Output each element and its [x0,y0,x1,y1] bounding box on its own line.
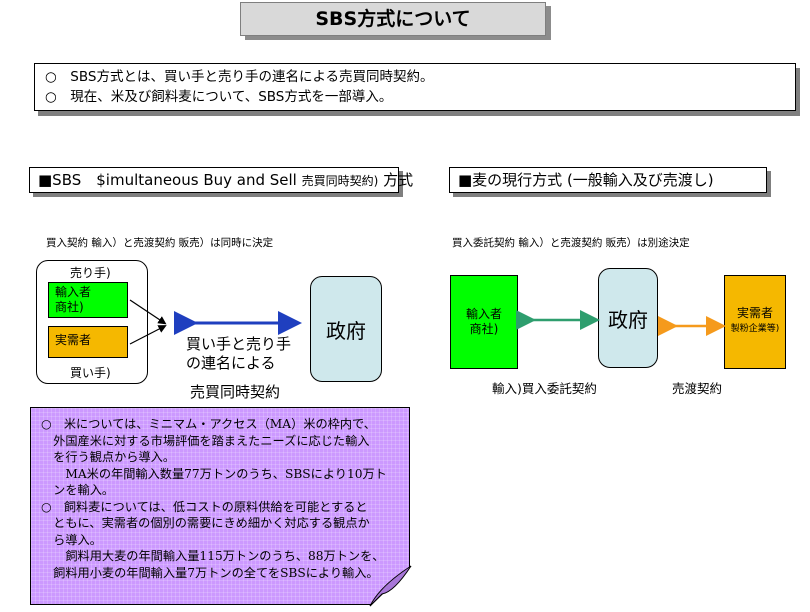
note-box: ○ 米については、ミニマム・アクセス（MA）米の枠内で、 外国産米に対する市場評… [30,407,410,605]
note-line: ともに、実需者の個別の需要にきめ細かく対応する観点か [41,516,370,530]
summary-box: ○ SBS方式とは、買い手と売り手の連名による売買同時契約。 ○ 現在、米及び飼… [34,63,796,111]
note-line: MA米の年間輸入数量77万トンのうち、SBSにより10万ト [41,466,387,481]
right-demander-sub: 製粉企業等) [730,324,780,334]
summary-line-1: ○ SBS方式とは、買い手と売り手の連名による売買同時契約。 [45,69,434,85]
note-line: ○ 飼料麦については、低コストの原料供給を可能とすると [41,499,368,514]
right-demander-label: 実需者 [736,306,773,320]
seller-buyer-group [36,260,148,384]
buyer-label: 買い手) [70,366,111,380]
note-line: 外国産米に対する市場評価を踏まえたニーズに応じた輸入 [41,433,370,448]
note-line: ンを輸入。 [41,483,115,497]
left-header-main: ■SBS $imultaneous Buy and Sell [38,171,302,189]
import-contract-label: 輸入)買入委託契約 [492,381,597,396]
right-government-box: 政府 [598,268,658,368]
right-demander-box: 実需者 製粉企業等) [724,275,786,369]
right-caption: 買入委託契約 輸入）と売渡契約 販売）は別途決定 [452,237,690,249]
note-line: ら導入。 [41,532,102,547]
right-importer-box: 輸入者 商社) [450,275,518,369]
note-line: ○ 米については、ミニマム・アクセス（MA）米の枠内で、 [41,417,376,431]
left-header-end: 方式 [378,171,414,189]
note-line: を行う観点から導入。 [41,450,176,464]
arrow-text-1: 買い手と売り手 [186,335,292,353]
arrow-text-3: 売買同時契約 [190,383,281,401]
page-title: SBS方式について [240,2,546,36]
note-line: 飼料用小麦の年間輸入量7万トンの全てをSBSにより輸入。 [41,565,379,580]
sale-contract-label: 売渡契約 [672,381,723,396]
left-government-box: 政府 [310,276,382,382]
pointer-arrow-upper [129,299,167,325]
summary-line-2: ○ 現在、米及び飼料麦について、SBS方式を一部導入。 [45,89,393,105]
arrow-text-2: の連名による [186,354,276,372]
seller-label: 売り手) [70,266,111,280]
left-demander-box: 実需者 [48,326,128,358]
note-line: 飼料用大麦の年間輸入量115万トンのうち、88万トンを、 [41,549,385,563]
pointer-arrow-lower [129,325,167,345]
left-section-header: ■SBS $imultaneous Buy and Sell 売買同時契約) 方… [29,167,413,193]
left-header-small: 売買同時契約) [301,174,379,188]
right-section-header: ■麦の現行方式 (一般輸入及び売渡し) [449,167,767,193]
left-importer-box: 輸入者 商社) [48,282,128,318]
left-caption: 買入契約 輸入）と売渡契約 販売）は同時に決定 [46,237,274,249]
